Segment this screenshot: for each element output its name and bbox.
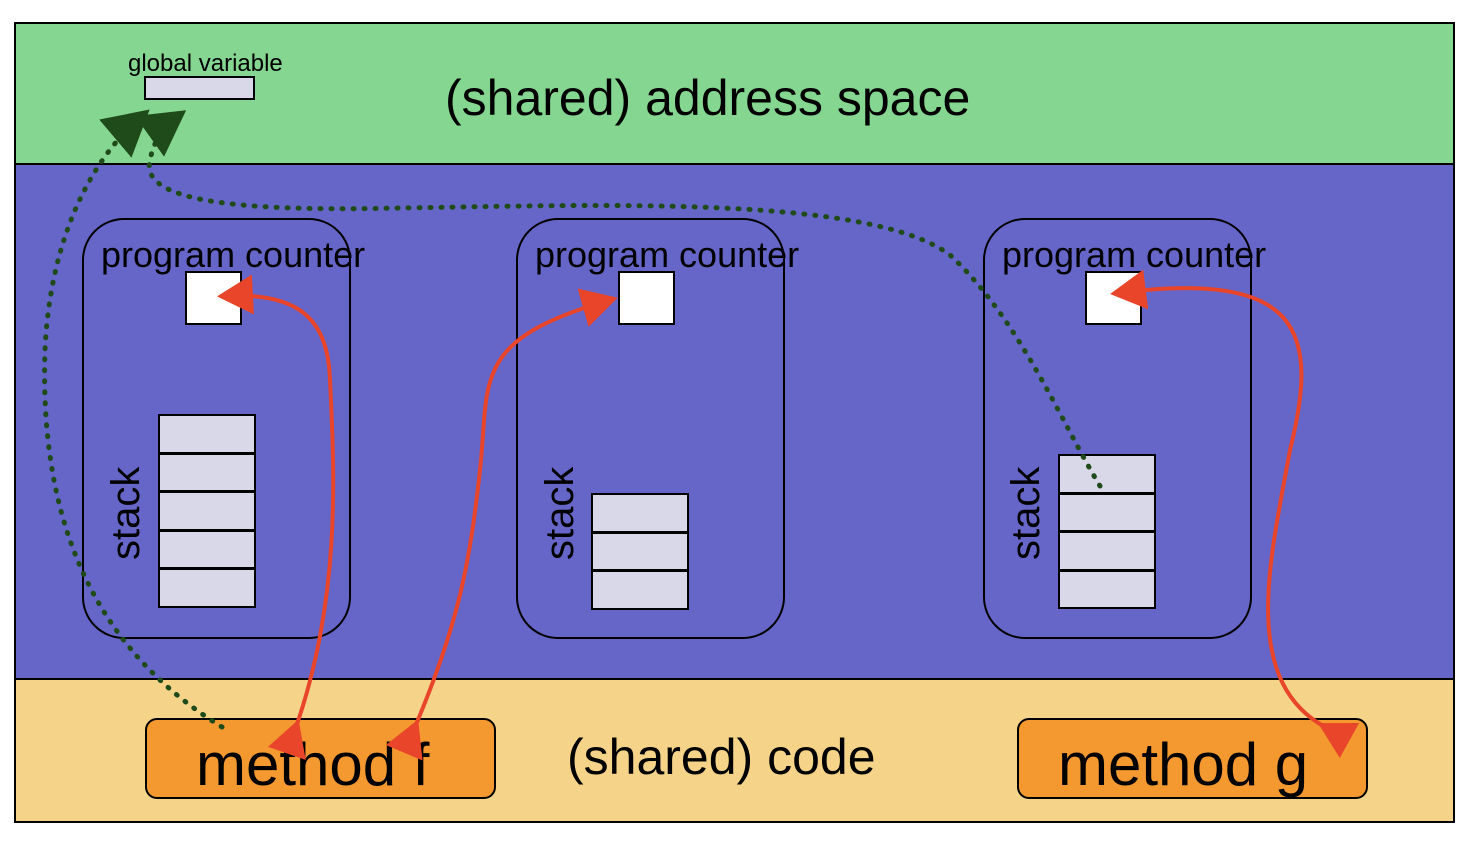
stack-cell	[158, 529, 256, 569]
stack-cell	[1058, 454, 1156, 494]
stack-cell	[158, 452, 256, 492]
stack-cell	[158, 491, 256, 531]
stack-cell	[158, 568, 256, 608]
program-counter-box-1	[185, 271, 242, 325]
stack-label-3: stack	[1004, 466, 1048, 560]
stack-cell	[591, 493, 689, 533]
stack-cell	[1058, 492, 1156, 532]
method-g-label: method g	[1058, 731, 1309, 798]
address-space-title: (shared) address space	[445, 70, 971, 126]
shared-code-title: (shared) code	[567, 729, 876, 785]
stack-label-1: stack	[104, 466, 148, 560]
program-counter-box-3	[1085, 271, 1142, 325]
stack-3	[1058, 454, 1156, 609]
program-counter-label-3: program counter	[1002, 234, 1267, 275]
stack-cell	[591, 570, 689, 610]
program-counter-label-1: program counter	[101, 234, 366, 275]
stack-cell	[158, 414, 256, 454]
stack-cell	[1058, 531, 1156, 571]
method-f-label: method f	[196, 731, 430, 798]
global-variable-box	[144, 76, 255, 100]
stack-label-2: stack	[538, 466, 582, 560]
stack-cell	[591, 531, 689, 571]
stack-1	[158, 414, 256, 608]
global-variable-label: global variable	[128, 50, 283, 77]
stack-cell	[1058, 569, 1156, 609]
diagram-frame	[14, 22, 1455, 823]
program-counter-box-2	[618, 271, 675, 325]
stack-2	[591, 493, 689, 610]
program-counter-label-2: program counter	[535, 234, 800, 275]
